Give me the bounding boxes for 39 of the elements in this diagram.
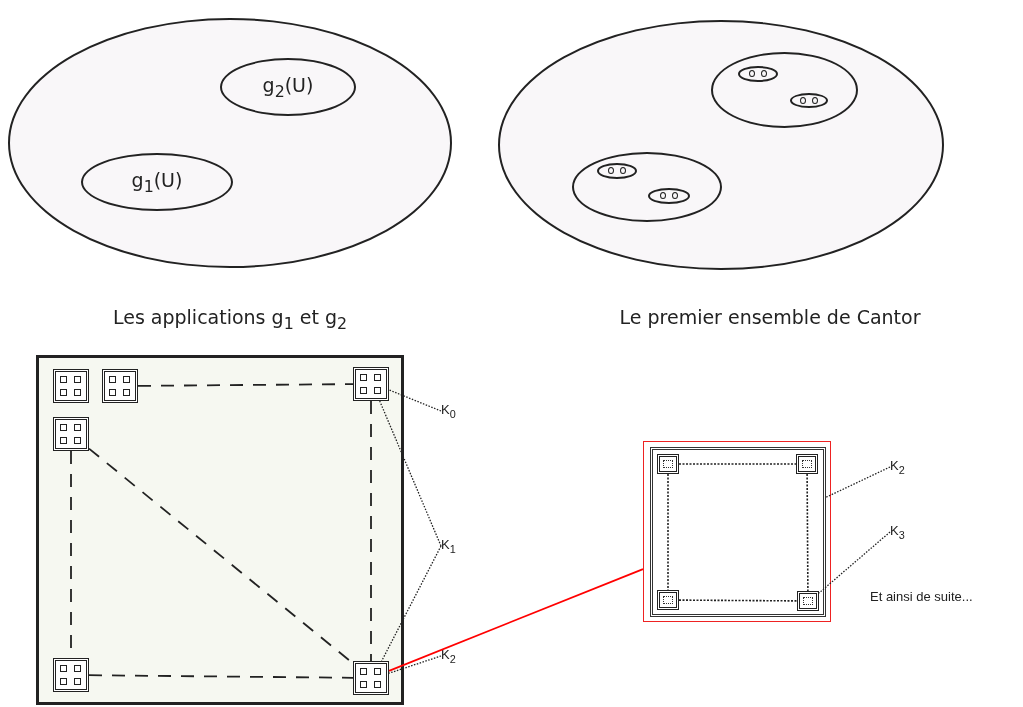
leader-line bbox=[388, 389, 442, 412]
dashed-line bbox=[370, 400, 372, 662]
leader-line bbox=[381, 545, 442, 662]
leader-line bbox=[379, 400, 442, 547]
ellipse-set: g$_{1}$(U) bbox=[81, 153, 233, 211]
caption: Les applications g$_{1}$ et g$_{2}$ bbox=[112, 306, 348, 333]
ellipse-set bbox=[790, 93, 828, 108]
caption: Le premier ensemble de Cantor bbox=[619, 306, 921, 328]
set-label: K$_{3}$ bbox=[890, 519, 916, 545]
dashed-line bbox=[806, 473, 809, 592]
small-square bbox=[795, 453, 818, 474]
small-square bbox=[53, 658, 89, 692]
ellipse-set bbox=[738, 66, 778, 82]
dashed-line bbox=[667, 473, 669, 591]
small-square bbox=[353, 367, 389, 401]
ellipse-set bbox=[648, 188, 690, 204]
zoom-line bbox=[388, 568, 644, 672]
set-label: K$_{1}$ bbox=[441, 533, 467, 559]
small-square bbox=[102, 369, 138, 403]
ellipse-set bbox=[597, 163, 637, 179]
ellipse-set: g$_{2}$(U) bbox=[220, 58, 356, 116]
leader-line bbox=[825, 466, 891, 498]
set-label: K$_{2}$ bbox=[890, 454, 916, 480]
set-label: K$_{0}$ bbox=[441, 398, 467, 424]
square-set bbox=[36, 355, 404, 705]
dashed-line bbox=[678, 599, 798, 602]
small-square bbox=[353, 661, 389, 695]
small-square bbox=[656, 589, 679, 610]
small-square bbox=[53, 369, 89, 403]
caption: Et ainsi de suite... bbox=[870, 589, 973, 604]
small-square bbox=[796, 590, 819, 611]
dashed-line bbox=[678, 463, 797, 465]
leader-line bbox=[818, 531, 891, 594]
dashed-line bbox=[137, 383, 354, 387]
dashed-line bbox=[88, 674, 354, 679]
small-square bbox=[53, 417, 89, 451]
leader-line bbox=[388, 655, 442, 674]
set-label: K$_{2}$ bbox=[441, 643, 467, 669]
small-square bbox=[656, 453, 679, 474]
